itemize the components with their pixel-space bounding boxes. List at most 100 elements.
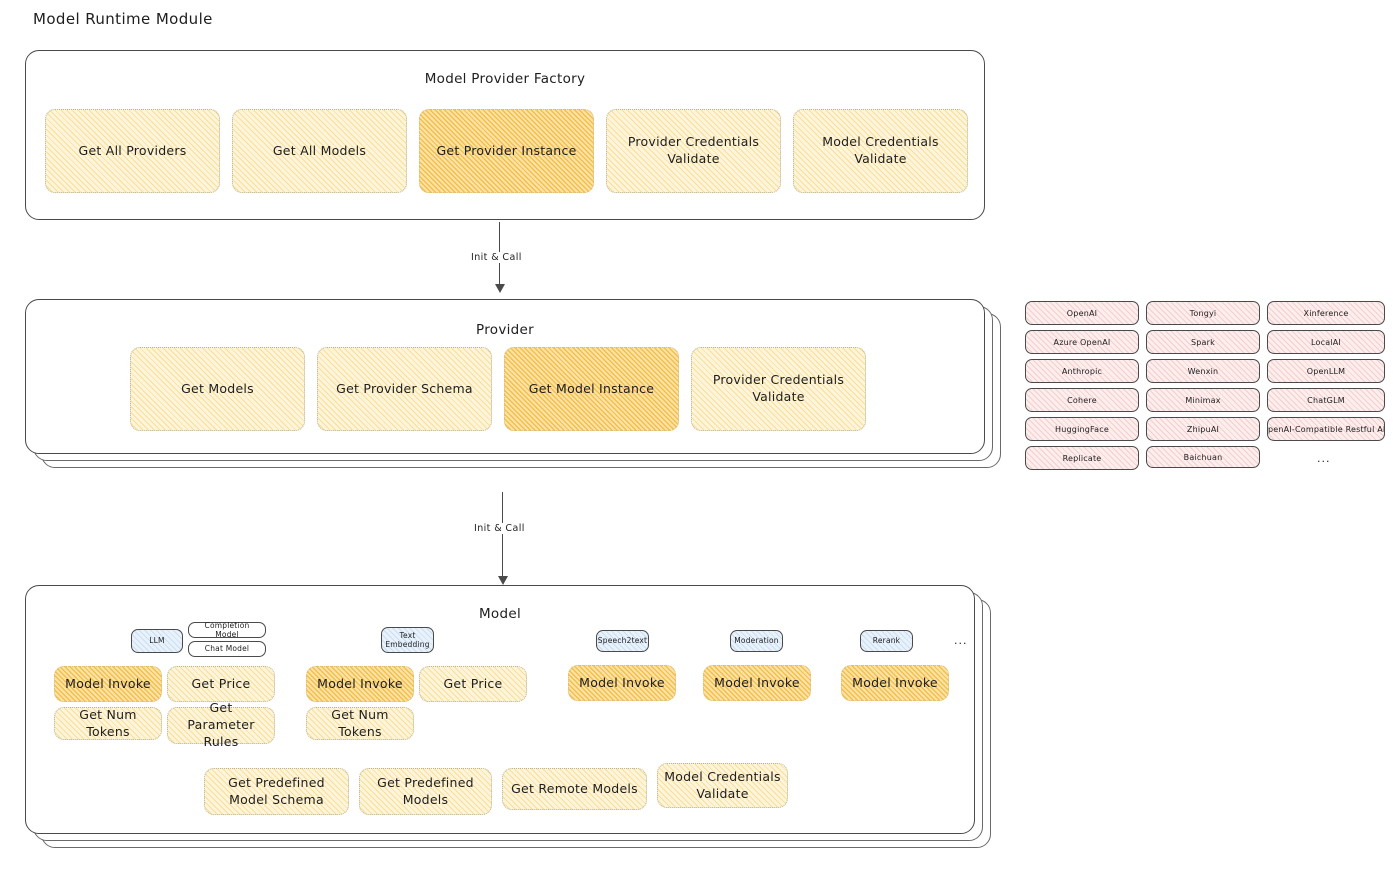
- factory-box-get-all-models[interactable]: Get All Models: [232, 109, 407, 193]
- provider-chip-label: Baichuan: [1183, 452, 1223, 462]
- model-method-rerank-model-invoke[interactable]: Model Invoke: [841, 665, 949, 701]
- model-shared-method-model-credentials-validate[interactable]: Model Credentials Validate: [657, 763, 788, 808]
- model-method-label: Model Invoke: [65, 675, 151, 691]
- factory-box-get-all-providers[interactable]: Get All Providers: [45, 109, 220, 193]
- provider-box-get-provider-schema[interactable]: Get Provider Schema: [317, 347, 492, 431]
- model-method-speech2text-model-invoke[interactable]: Model Invoke: [568, 665, 676, 701]
- model-method-llm-get-price[interactable]: Get Price: [167, 666, 275, 702]
- provider-chip-label: Spark: [1191, 337, 1215, 347]
- model-type-badge-label: Text Embedding: [385, 630, 430, 649]
- model-type-badge-text-embedding[interactable]: Text Embedding: [381, 627, 434, 653]
- factory-box-model-credentials-validate[interactable]: Model Credentials Validate: [793, 109, 968, 193]
- model-type-badge-label: LLM: [149, 636, 165, 646]
- provider-list: OpenAI Azure OpenAI Anthropic Cohere Hug…: [1025, 300, 1385, 475]
- provider-chip-label: Cohere: [1067, 395, 1097, 405]
- arrow-label-init-and-call-1: Init & Call: [468, 252, 525, 263]
- model-sub-badge-label: Chat Model: [204, 644, 250, 654]
- page-title: Model Runtime Module: [33, 10, 213, 28]
- provider-box-label: Provider Credentials Validate: [712, 372, 845, 404]
- model-method-text-embedding-get-price[interactable]: Get Price: [419, 666, 527, 702]
- provider-chip-tongyi[interactable]: Tongyi: [1146, 301, 1260, 325]
- arrow-head-icon: [497, 576, 508, 585]
- model-shared-method-get-predefined-models[interactable]: Get Predefined Models: [359, 768, 492, 815]
- provider-chip-minimax[interactable]: Minimax: [1146, 388, 1260, 412]
- model-method-label: Model Invoke: [579, 674, 665, 690]
- model-type-badge-label: Moderation: [734, 636, 779, 646]
- model-card: Model LLM Completion Model Chat Model Mo…: [25, 585, 975, 834]
- model-method-llm-get-num-tokens[interactable]: Get Num Tokens: [54, 707, 162, 740]
- provider-card: Provider Get Models Get Provider Schema …: [25, 299, 985, 454]
- provider-box-label: Get Provider Schema: [336, 380, 473, 396]
- provider-box-get-models[interactable]: Get Models: [130, 347, 305, 431]
- provider-chip-label: HuggingFace: [1055, 424, 1109, 434]
- provider-chip-openllm[interactable]: OpenLLM: [1267, 359, 1385, 383]
- factory-box-get-provider-instance[interactable]: Get Provider Instance: [419, 109, 594, 193]
- provider-list-more-ellipsis: ...: [1317, 452, 1331, 465]
- provider-box-label: Get Models: [181, 380, 254, 396]
- provider-chip-label: Replicate: [1062, 453, 1102, 463]
- provider-chip-label: LocalAI: [1311, 337, 1341, 347]
- model-type-badge-speech2text[interactable]: Speech2text: [596, 630, 649, 652]
- provider-chip-replicate[interactable]: Replicate: [1025, 446, 1139, 470]
- model-method-llm-get-parameter-rules[interactable]: Get Parameter Rules: [167, 700, 275, 749]
- arrow-line: [502, 492, 504, 578]
- factory-box-label: Model Credentials Validate: [822, 134, 939, 166]
- provider-chip-spark[interactable]: Spark: [1146, 330, 1260, 354]
- model-shared-method-get-remote-models[interactable]: Get Remote Models: [502, 768, 647, 810]
- provider-chip-cohere[interactable]: Cohere: [1025, 388, 1139, 412]
- provider-chip-label: OpenAI-Compatible Restful API: [1267, 424, 1385, 434]
- provider-chip-huggingface[interactable]: HuggingFace: [1025, 417, 1139, 441]
- model-method-label: Model Invoke: [317, 675, 403, 691]
- model-shared-method-get-predefined-model-schema[interactable]: Get Predefined Model Schema: [204, 768, 349, 815]
- provider-chip-label: Azure OpenAI: [1053, 337, 1111, 347]
- model-method-label: Get Parameter Rules: [187, 700, 255, 749]
- model-method-label: Get Num Tokens: [79, 706, 137, 739]
- model-method-llm-model-invoke[interactable]: Model Invoke: [54, 666, 162, 702]
- model-method-text-embedding-model-invoke[interactable]: Model Invoke: [306, 666, 414, 702]
- provider-box-get-model-instance[interactable]: Get Model Instance: [504, 347, 679, 431]
- model-method-label: Get Price: [443, 675, 503, 691]
- provider-box-provider-credentials-validate[interactable]: Provider Credentials Validate: [691, 347, 866, 431]
- model-provider-factory-title: Model Provider Factory: [424, 71, 586, 87]
- model-shared-method-label: Get Predefined Models: [377, 774, 474, 807]
- model-shared-method-label: Model Credentials Validate: [664, 768, 781, 801]
- provider-chip-azure-openai[interactable]: Azure OpenAI: [1025, 330, 1139, 354]
- provider-chip-openai-compatible-restful-api[interactable]: OpenAI-Compatible Restful API: [1267, 417, 1385, 441]
- model-method-moderation-model-invoke[interactable]: Model Invoke: [703, 665, 811, 701]
- provider-chip-label: Tongyi: [1189, 308, 1217, 318]
- factory-box-label: Provider Credentials Validate: [627, 134, 760, 166]
- factory-box-label: Get Provider Instance: [436, 142, 577, 158]
- model-type-badge-moderation[interactable]: Moderation: [730, 630, 783, 652]
- model-method-label: Get Price: [191, 675, 251, 691]
- model-shared-method-label: Get Predefined Model Schema: [228, 774, 325, 807]
- provider-chip-label: Anthropic: [1061, 366, 1103, 376]
- provider-chip-openai[interactable]: OpenAI: [1025, 301, 1139, 325]
- provider-chip-baichuan[interactable]: Baichuan: [1146, 446, 1260, 468]
- arrow-provider-to-model: [497, 492, 514, 587]
- model-sub-badge-chat-model[interactable]: Chat Model: [188, 641, 266, 657]
- model-sub-badge-label: Completion Model: [204, 620, 250, 639]
- provider-chip-chatglm[interactable]: ChatGLM: [1267, 388, 1385, 412]
- model-type-badge-label: Rerank: [872, 636, 901, 646]
- provider-chip-anthropic[interactable]: Anthropic: [1025, 359, 1139, 383]
- provider-chip-localai[interactable]: LocalAI: [1267, 330, 1385, 354]
- provider-box-label: Get Model Instance: [528, 380, 655, 396]
- arrow-label-init-and-call-2: Init & Call: [471, 523, 528, 534]
- model-type-badge-rerank[interactable]: Rerank: [860, 630, 913, 652]
- provider-chip-zhipuai[interactable]: ZhipuAI: [1146, 417, 1260, 441]
- factory-box-label: Get All Models: [272, 142, 367, 158]
- model-method-text-embedding-get-num-tokens[interactable]: Get Num Tokens: [306, 707, 414, 740]
- model-title: Model: [478, 606, 522, 622]
- provider-chip-wenxin[interactable]: Wenxin: [1146, 359, 1260, 383]
- factory-box-label: Get All Providers: [78, 142, 187, 158]
- provider-chip-label: OpenLLM: [1306, 366, 1346, 376]
- provider-chip-label: ZhipuAI: [1186, 424, 1220, 434]
- model-method-label: Get Num Tokens: [331, 706, 389, 739]
- model-shared-method-label: Get Remote Models: [511, 780, 638, 796]
- provider-chip-label: Xinference: [1303, 308, 1349, 318]
- arrow-head-icon: [494, 284, 505, 293]
- model-sub-badge-completion-model[interactable]: Completion Model: [188, 620, 266, 639]
- factory-box-provider-credentials-validate[interactable]: Provider Credentials Validate: [606, 109, 781, 193]
- model-type-badge-llm[interactable]: LLM: [131, 629, 183, 653]
- provider-chip-xinference[interactable]: Xinference: [1267, 301, 1385, 325]
